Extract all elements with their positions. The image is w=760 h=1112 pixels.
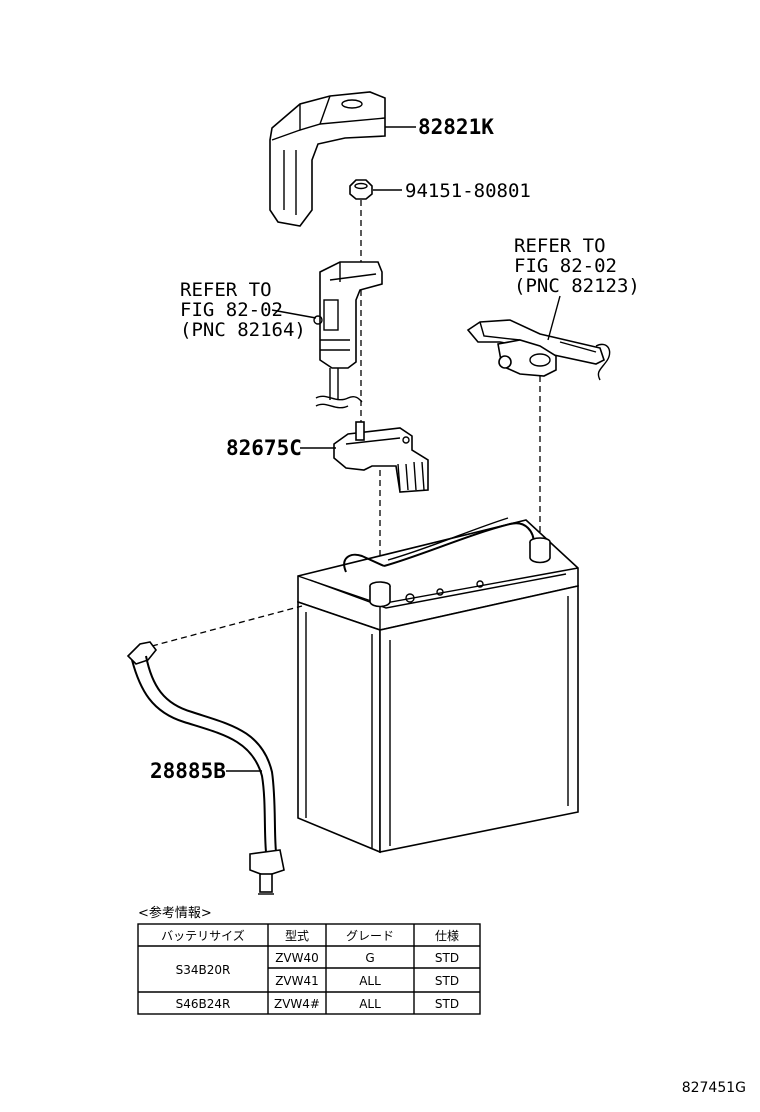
table-row2-spec: STD: [435, 974, 459, 988]
battery-drawing: [297, 517, 579, 854]
table-row3-model: ZVW4#: [274, 997, 320, 1011]
refer-right-line1[interactable]: REFER TO: [514, 235, 606, 257]
table-row1-size: S34B20R: [176, 963, 231, 977]
table-row2-model: ZVW41: [275, 974, 319, 988]
nut-part-number[interactable]: 94151-80801: [405, 180, 531, 202]
cover-part-number[interactable]: 82821K: [418, 115, 494, 139]
refer-left-line1[interactable]: REFER TO: [180, 279, 272, 301]
refer-right-line3[interactable]: (PNC 82123): [514, 275, 640, 297]
nut-drawing: [349, 179, 373, 200]
refer-right-line2[interactable]: FIG 82-02: [514, 255, 617, 277]
table-header-spec: 仕様: [435, 929, 459, 943]
table-row2-grade: ALL: [359, 974, 381, 988]
table-row1-spec: STD: [435, 951, 459, 965]
cable-part-number[interactable]: 28885B: [150, 759, 226, 783]
table-row3-size: S46B24R: [176, 997, 231, 1011]
bracket-part-number[interactable]: 82675C: [226, 436, 302, 460]
refer-left-leader: [271, 309, 317, 319]
battery-cable-drawing: [126, 641, 285, 895]
bracket-drawing: [333, 421, 429, 493]
refer-left-line2[interactable]: FIG 82-02: [180, 299, 283, 321]
table-row1-model: ZVW40: [275, 951, 319, 965]
cable-to-battery-guide: [151, 605, 303, 647]
table-note: <参考情報>: [138, 905, 212, 921]
table-header-size: バッテリサイズ: [161, 928, 245, 943]
terminal-cover-drawing: [269, 91, 386, 227]
reference-table: [137, 923, 481, 1015]
refer-left-line3[interactable]: (PNC 82164): [180, 319, 306, 341]
table-header-model: 型式: [285, 929, 309, 943]
diagram-code: 827451G: [682, 1080, 746, 1096]
fuse-terminal-drawing: [313, 261, 383, 409]
table-header-grade: グレード: [346, 929, 394, 943]
table-row3-grade: ALL: [359, 997, 381, 1011]
refer-right-leader: [547, 295, 561, 341]
negative-terminal-drawing: [466, 319, 611, 381]
table-row3-spec: STD: [435, 997, 459, 1011]
table-row1-grade: G: [365, 951, 374, 965]
